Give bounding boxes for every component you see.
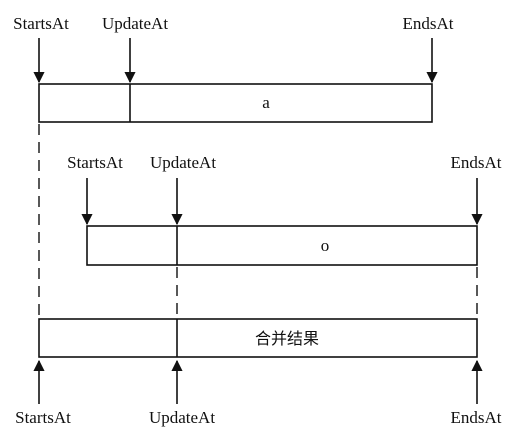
bottom-ends-label: EndsAt: [451, 408, 502, 427]
middle-ends-label: EndsAt: [451, 153, 502, 172]
middle-box-label: o: [321, 236, 330, 255]
bottom-update-label: UpdateAt: [149, 408, 215, 427]
merged-box-label: 合并结果: [255, 329, 319, 348]
middle-update-label: UpdateAt: [150, 153, 216, 172]
top-starts-label: StartsAt: [13, 14, 69, 33]
middle-interval-box: [86, 225, 478, 266]
top-ends-label: EndsAt: [403, 14, 454, 33]
top-box-label: a: [262, 93, 270, 112]
top-update-label: UpdateAt: [102, 14, 168, 33]
bottom-starts-label: StartsAt: [15, 408, 71, 427]
top-interval-box: [38, 83, 433, 123]
middle-starts-label: StartsAt: [67, 153, 123, 172]
merged-interval-box: [38, 318, 478, 358]
